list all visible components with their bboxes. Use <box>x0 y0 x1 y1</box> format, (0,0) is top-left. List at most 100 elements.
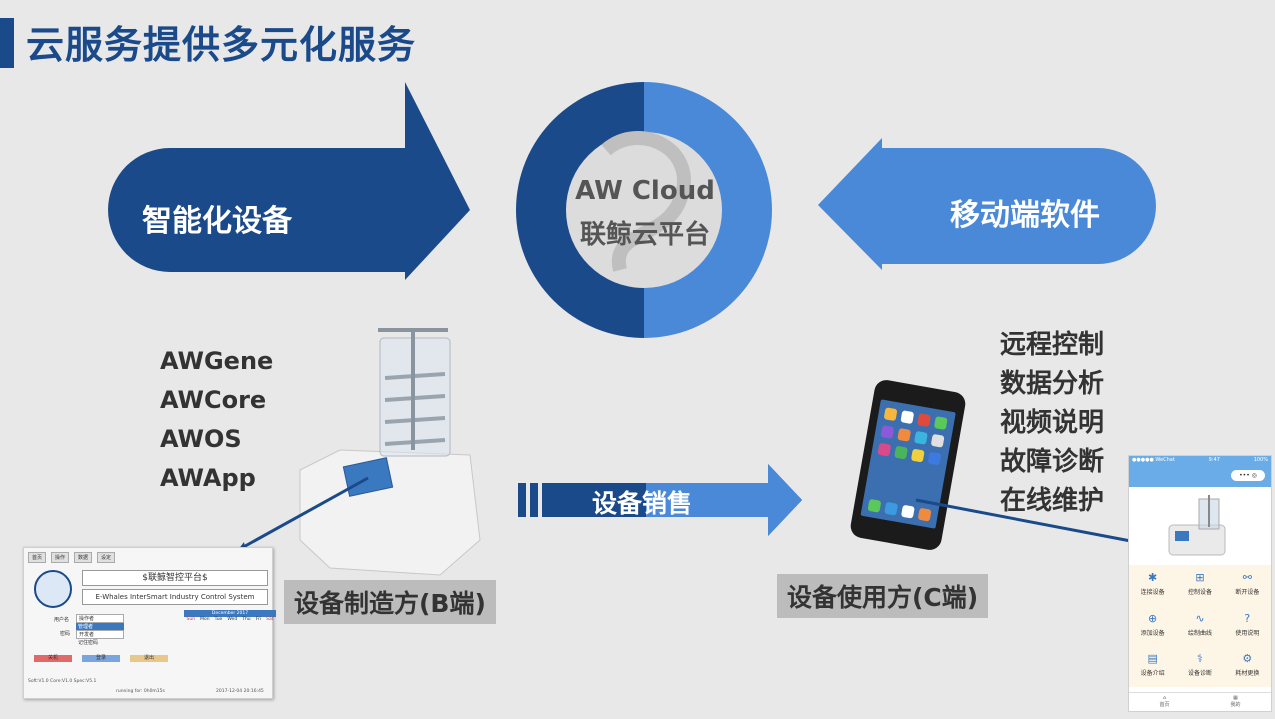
feature-list: 远程控制 数据分析 视频说明 故障诊断 在线维护 <box>1000 326 1104 521</box>
phone-pointer-line <box>915 498 1137 544</box>
feature-item: 数据分析 <box>1000 369 1105 399</box>
left-arrow-shape <box>108 82 470 280</box>
calendar-day: Fri <box>255 617 262 622</box>
hmi-screen-mockup: 首页 操作 数据 设定 $联鲸智控平台$ E-Whales InterSmart… <box>23 547 276 699</box>
sales-arrow-stripe-2 <box>530 483 538 517</box>
left-arrow-label: 智能化设备 <box>142 204 292 239</box>
freeze-dryer-image <box>299 328 481 576</box>
app-menu-intro[interactable]: ▤设备介绍 <box>1129 646 1176 687</box>
app-menu-label: 断开设备 <box>1235 589 1260 596</box>
software-item: AWGene <box>160 347 274 375</box>
app-menu-label: 设备诊断 <box>1187 670 1212 678</box>
hmi-buttons: 关机 登录 退出 <box>34 655 168 662</box>
hmi-role-list: 操作者 管理者 开发者 记住密码 <box>76 614 124 646</box>
disconnect-icon: ⚯ <box>1242 571 1252 584</box>
app-menu-control[interactable]: ⊞控制设备 <box>1176 565 1223 606</box>
app-menu-capsule[interactable]: ••• ◎ <box>1231 470 1265 481</box>
feature-item: 在线维护 <box>1000 486 1105 516</box>
hmi-title-cn: $联鲸智控平台$ <box>82 570 268 586</box>
whale-logo-icon <box>34 570 72 608</box>
dryer-pointer-line <box>237 476 369 552</box>
calendar-day: Wed <box>227 617 238 622</box>
phone-app-icons <box>867 407 948 522</box>
calendar-day: Thu <box>242 617 251 622</box>
hmi-running: running for: 0h0m15s <box>116 689 165 694</box>
nav-home[interactable]: ⌂首页 <box>1159 693 1169 711</box>
sales-arrow-highlight <box>646 464 802 536</box>
nav-label: 我的 <box>1230 702 1241 708</box>
feature-item: 远程控制 <box>1000 330 1105 360</box>
hmi-tab: 数据 <box>74 552 93 563</box>
feature-item: 视频说明 <box>1000 408 1105 438</box>
app-menu-label: 耗材更换 <box>1235 670 1260 678</box>
hmi-login-button: 登录 <box>82 655 120 662</box>
calendar-header: December 2017 <box>184 610 276 617</box>
smartphone-image <box>850 380 966 550</box>
hmi-remember: 记住密码 <box>78 640 99 646</box>
app-title-bar: ••• ◎ <box>1129 465 1271 487</box>
app-menu-add[interactable]: ⊕ 添加设备 <box>1129 606 1176 647</box>
app-menu-diagnose[interactable]: ⚕ 设备诊断 <box>1176 646 1223 687</box>
diagnose-icon: ⚕ <box>1197 652 1203 666</box>
app-status-bar: ●●●●● WeChat 9:47 100% <box>1129 456 1271 465</box>
cloud-inner-disc <box>566 132 722 288</box>
hmi-role: 管理者 <box>76 623 124 630</box>
right-arrow-shape <box>818 138 1156 270</box>
app-menu-connect[interactable]: ✱ 连接设备 <box>1129 565 1176 606</box>
add-icon: ⊕ <box>1148 611 1158 625</box>
software-item: AWCore <box>160 386 267 414</box>
calendar-year: 2017 <box>236 611 249 616</box>
hmi-versions: Soft:V1.0 Core:V1.0 Spec:V5.1 <box>28 679 97 684</box>
help-icon: ? <box>1244 611 1251 625</box>
feature-item: 故障诊断 <box>1000 447 1105 477</box>
connect-icon: ✱ <box>1148 571 1158 584</box>
hmi-tab: 操作 <box>51 552 70 563</box>
page-title: 云服务提供多元化服务 <box>26 23 417 67</box>
cloud-name-cn: 联鲸云平台 <box>579 220 710 250</box>
hmi-timestamp: 2017-12-04 20:16:45 <box>216 689 264 694</box>
software-item: AWOS <box>160 425 242 453</box>
chart-icon: ∿ <box>1195 611 1205 625</box>
nav-label: 首页 <box>1159 702 1170 708</box>
hmi-calendar: December 2017 Sun Mon Tue Wed Thu Fri Sa… <box>184 610 276 680</box>
app-menu-help[interactable]: ? 使用说明 <box>1224 606 1271 647</box>
calendar-day: Sun <box>186 617 196 622</box>
hmi-exit-button: 退出 <box>130 655 168 662</box>
hmi-tabs: 首页 操作 数据 设定 <box>28 552 116 563</box>
calendar-days: Sun Mon Tue Wed Thu Fri Sat <box>184 617 276 622</box>
calendar-month: December <box>211 611 236 616</box>
hmi-user-label: 用户名 <box>54 617 70 623</box>
nav-mine[interactable]: ▦我的 <box>1230 693 1240 711</box>
sales-label: 设备销售 <box>592 489 693 518</box>
app-carrier: ●●●●● WeChat <box>1132 457 1175 463</box>
app-menu-label: 绘制曲线 <box>1187 629 1212 637</box>
calendar-day: Sat <box>266 617 274 622</box>
hmi-role: 开发者 <box>76 630 124 639</box>
hmi-pwd-label: 密码 <box>60 631 71 637</box>
calendar-day: Tue <box>214 617 223 622</box>
app-time: 9:47 <box>1208 457 1220 463</box>
app-menu-curve[interactable]: ∿ 绘制曲线 <box>1176 606 1223 647</box>
calendar-day: Mon <box>200 617 210 622</box>
app-device-image <box>1129 487 1271 565</box>
document-icon: ▤ <box>1147 652 1158 666</box>
manufacturer-label: 设备制造方(B端) <box>284 580 496 624</box>
app-menu-grid: ✱ 连接设备 ⊞控制设备 ⚯ 断开设备 ⊕ 添加设备 ∿ 绘制曲线 ? 使用说明 ▤设备介… <box>1129 565 1271 687</box>
dryer-body <box>299 449 481 576</box>
cloud-swirl <box>601 131 691 272</box>
app-menu-disconnect[interactable]: ⚯ 断开设备 <box>1224 565 1271 606</box>
software-item: AWApp <box>160 464 256 492</box>
software-list: AWGene AWCore AWOS AWApp <box>160 342 273 498</box>
title-accent-bar <box>0 18 14 68</box>
app-menu-consumables[interactable]: ⚙耗材更换 <box>1224 646 1271 687</box>
app-battery: 100% <box>1253 457 1268 463</box>
user-label: 设备使用方(C端) <box>777 574 989 618</box>
app-menu-label: 控制设备 <box>1187 589 1212 596</box>
hmi-role: 操作者 <box>76 614 124 623</box>
mobile-app-mockup: ●●●●● WeChat 9:47 100% ••• ◎ ✱ 连接设备 ⊞控制设备… <box>1128 455 1272 712</box>
app-menu-label: 添加设备 <box>1140 629 1165 637</box>
hmi-tab: 设定 <box>97 552 116 563</box>
app-menu-label: 连接设备 <box>1140 589 1165 596</box>
app-menu-label: 使用说明 <box>1235 629 1260 637</box>
